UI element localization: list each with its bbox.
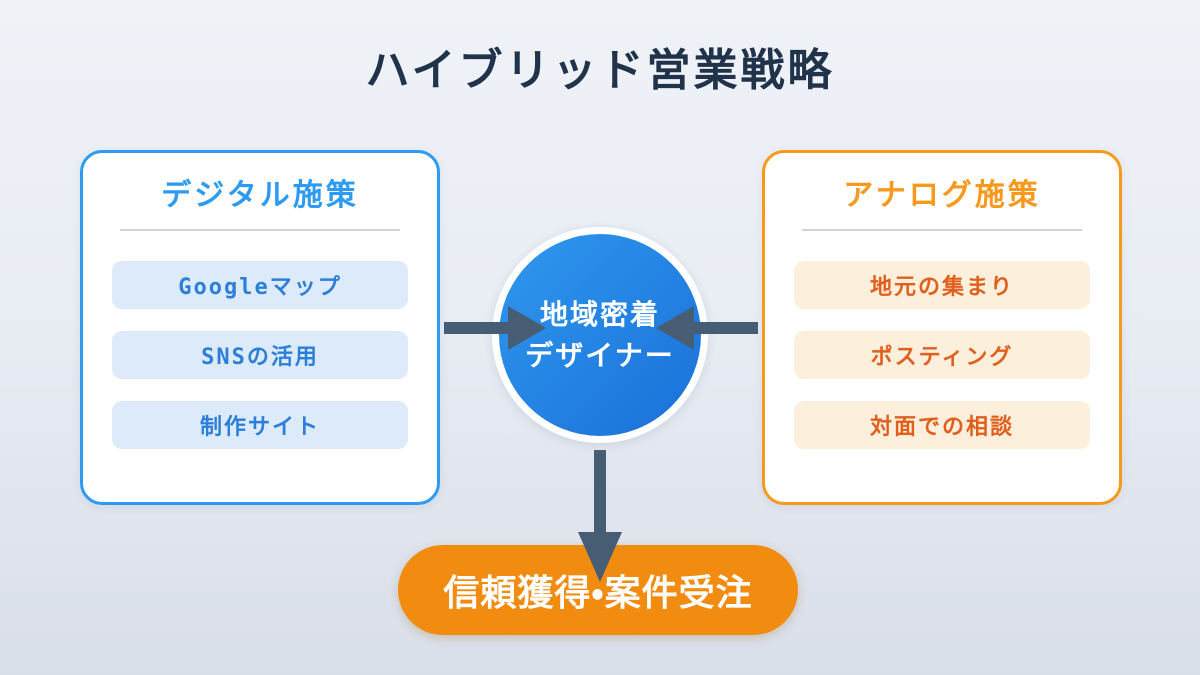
digital-panel: デジタル施策 Googleマップ SNSの活用 制作サイト [80, 150, 440, 505]
digital-item-sns: SNSの活用 [112, 331, 408, 379]
analog-panel: アナログ施策 地元の集まり ポスティング 対面での相談 [762, 150, 1122, 505]
digital-item-production-site: 制作サイト [112, 401, 408, 449]
arrow-down-head-icon [578, 532, 622, 582]
analog-item-posting: ポスティング [794, 331, 1090, 379]
arrow-left-shaft [444, 322, 510, 334]
center-circle-line2: デザイナー [525, 339, 675, 372]
analog-item-face-to-face: 対面での相談 [794, 401, 1090, 449]
analog-panel-heading: アナログ施策 [843, 178, 1041, 213]
center-circle-line1: 地域密着 [539, 298, 660, 331]
analog-item-local-gatherings: 地元の集まり [794, 261, 1090, 309]
digital-item-google-map: Googleマップ [112, 261, 408, 309]
arrow-left-head-icon [508, 306, 546, 350]
digital-panel-divider [120, 229, 400, 231]
arrow-right-shaft [692, 322, 758, 334]
digital-panel-heading: デジタル施策 [161, 178, 359, 213]
page-title: ハイブリッド営業戦略 [365, 45, 835, 96]
analog-panel-divider [802, 229, 1082, 231]
arrow-down-shaft [594, 450, 606, 534]
arrow-right-head-icon [656, 306, 694, 350]
